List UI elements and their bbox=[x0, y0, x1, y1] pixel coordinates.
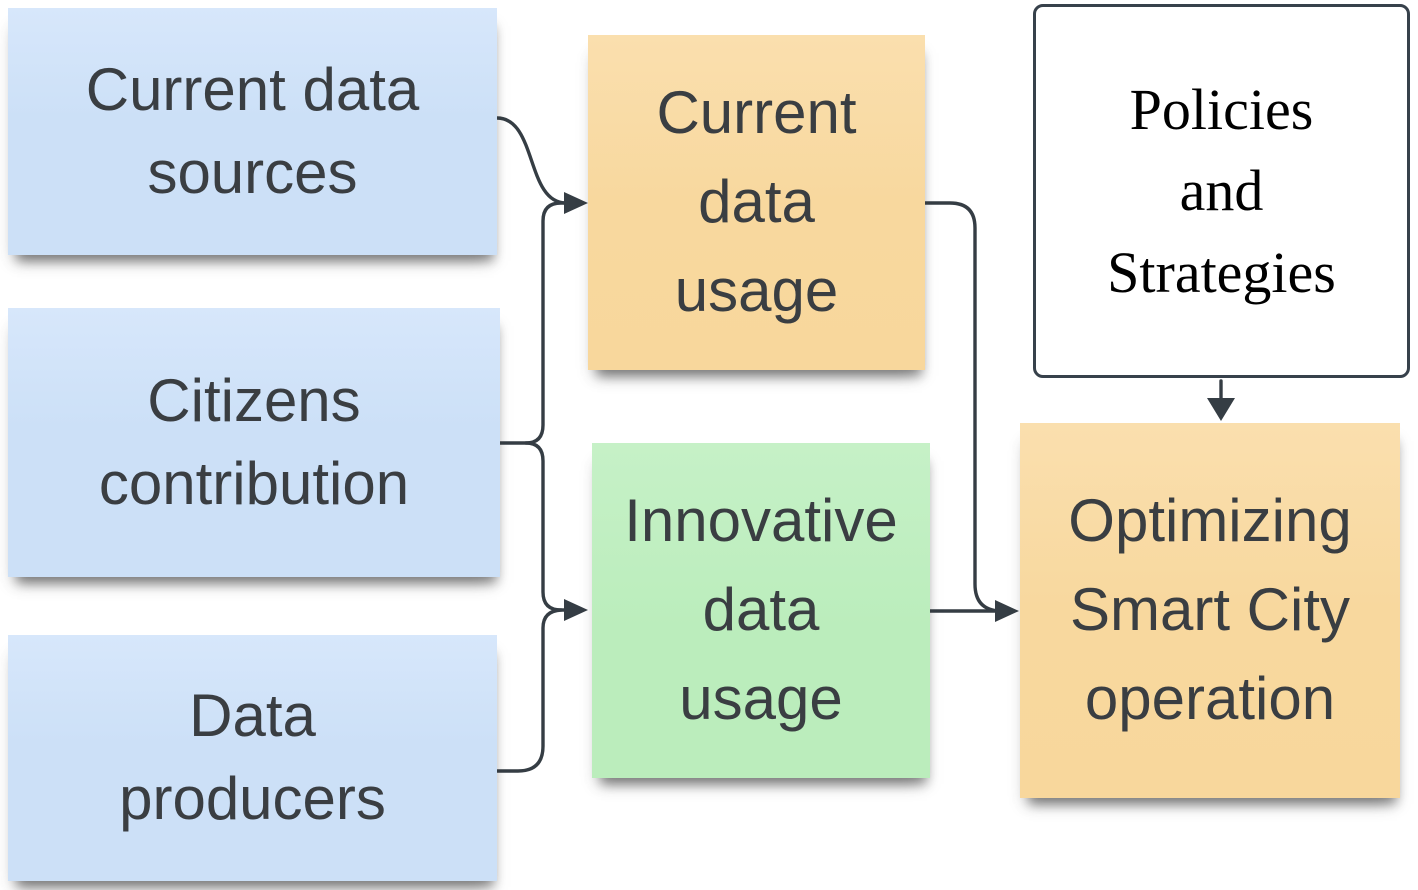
arrowhead-into-optimizing-top bbox=[1207, 398, 1235, 421]
edge-citizens-contribution-to-innovative-data-usage bbox=[524, 441, 568, 612]
node-policies-and-strategies: Policies and Strategies bbox=[1033, 4, 1410, 378]
edge-data-producers-to-innovative-data-usage bbox=[495, 608, 563, 773]
node-optimizing-smart-city-operation-label: Optimizing Smart City operation bbox=[1068, 487, 1352, 732]
arrowhead-into-current-data-usage bbox=[564, 192, 588, 214]
arrowhead-into-innovative-data-usage bbox=[564, 599, 588, 621]
node-current-data-sources-label: Current data sources bbox=[85, 55, 420, 206]
node-current-data-sources: Current data sources bbox=[8, 8, 497, 255]
node-optimizing-smart-city-operation: Optimizing Smart City operation bbox=[1020, 423, 1400, 798]
edge-current-data-sources-to-current-data-usage bbox=[495, 116, 568, 205]
node-data-producers: Data producers bbox=[8, 635, 497, 881]
node-current-data-usage: Current data usage bbox=[588, 35, 925, 370]
edge-current-data-usage-to-optimizing-smart-city-operation bbox=[923, 201, 1002, 613]
edge-citizens-contribution-to-current-data-usage bbox=[498, 201, 568, 445]
node-citizens-contribution: Citizens contribution bbox=[8, 308, 500, 577]
node-innovative-data-usage: Innovative data usage bbox=[592, 443, 930, 778]
node-current-data-usage-label: Current data usage bbox=[656, 79, 857, 324]
node-innovative-data-usage-label: Innovative data usage bbox=[624, 487, 898, 732]
node-policies-and-strategies-label: Policies and Strategies bbox=[1107, 77, 1336, 305]
arrowhead-into-optimizing-left bbox=[995, 600, 1019, 622]
node-citizens-contribution-label: Citizens contribution bbox=[98, 366, 410, 517]
node-data-producers-label: Data producers bbox=[119, 682, 386, 832]
